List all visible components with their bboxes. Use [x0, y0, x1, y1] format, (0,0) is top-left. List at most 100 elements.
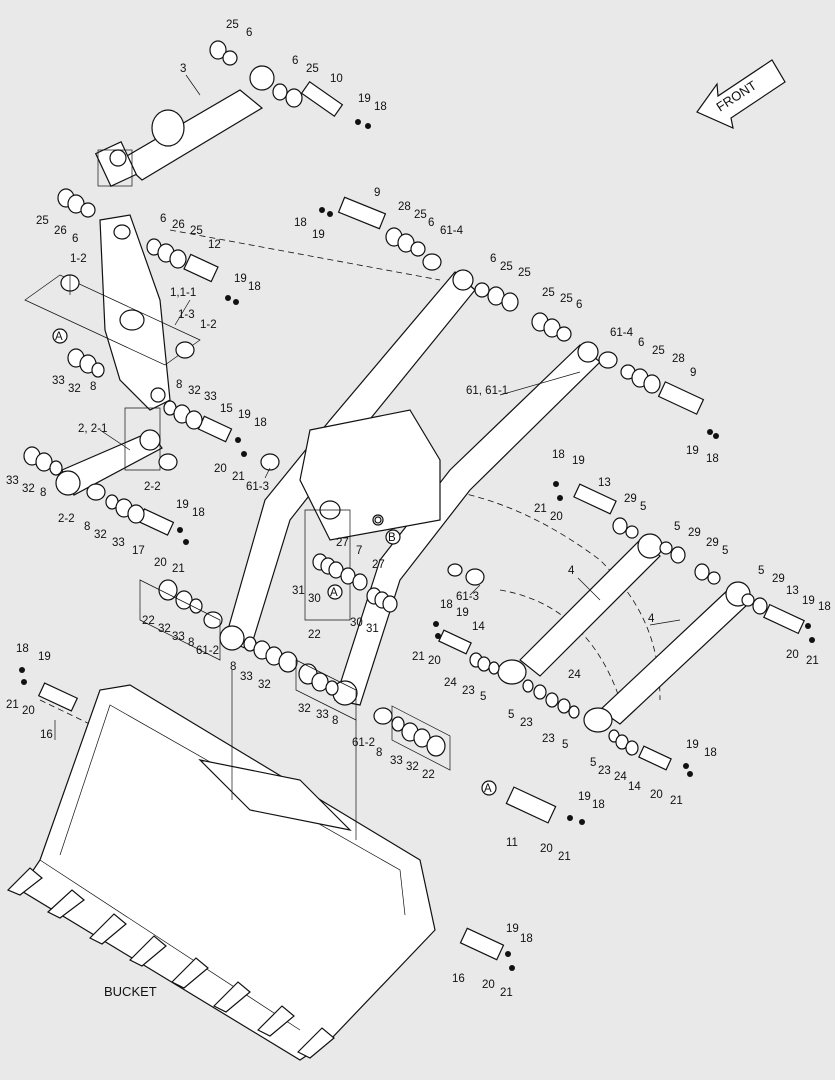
callout-label: 61, 61-1 [466, 385, 508, 397]
callout-label: 19 [686, 445, 699, 457]
callout-label: 32 [406, 761, 419, 773]
callout-label: 1-3 [178, 309, 195, 321]
callout-label: 32 [258, 679, 271, 691]
marker-a: A [484, 783, 492, 795]
callout-label: 21 [534, 503, 547, 515]
callout-label: 5 [640, 501, 646, 513]
callout-label: 19 [456, 607, 469, 619]
callout-label: 5 [590, 757, 596, 769]
callout-label: 18 [592, 799, 605, 811]
callout-label: 23 [542, 733, 555, 745]
callout-label: 19 [358, 93, 371, 105]
part-labels: 25 6 3 6 25 10 19 18 25 26 6 6 26 25 12 … [6, 19, 831, 999]
bolts [19, 119, 815, 971]
bushings [60, 253, 618, 725]
bucket-teeth [6, 867, 335, 1059]
callout-label: 18 [440, 599, 453, 611]
callout-label: 61-4 [440, 225, 464, 237]
callout-label: 25 [414, 209, 427, 221]
callout-label: 6 [428, 217, 434, 229]
callout-label: 25 [560, 293, 573, 305]
callout-label: 6 [160, 213, 166, 225]
callout-label: 33 [390, 755, 403, 767]
callout-label: 16 [40, 729, 53, 741]
callout-label: 33 [52, 375, 65, 387]
callout-label: 24 [444, 677, 457, 689]
callout-label: 18 [520, 933, 533, 945]
callout-label: 19 [176, 499, 189, 511]
seal-rings [23, 40, 768, 757]
callout-label: 20 [154, 557, 167, 569]
callout-label: 20 [482, 979, 495, 991]
callout-label: 6 [576, 299, 582, 311]
callout-label: 7 [356, 545, 362, 557]
callout-label: 20 [22, 705, 35, 717]
callout-label: 19 [234, 273, 247, 285]
callout-label: 6 [72, 233, 78, 245]
callout-label: 8 [188, 637, 194, 649]
callout-label: 19 [686, 739, 699, 751]
callout-label: 20 [550, 511, 563, 523]
callout-label: 17 [132, 545, 145, 557]
callout-label: 25 [542, 287, 555, 299]
callout-label: 29 [772, 573, 785, 585]
callout-label: 21 [670, 795, 683, 807]
callout-label: 33 [6, 475, 19, 487]
callout-label: 19 [572, 455, 585, 467]
callout-label: 22 [142, 615, 155, 627]
callout-label: 14 [628, 781, 641, 793]
marker-b: B [388, 532, 396, 544]
callout-label: 8 [40, 487, 46, 499]
callout-label: 29 [706, 537, 719, 549]
callout-label: 21 [500, 987, 513, 999]
callout-label: 61-2 [352, 737, 375, 749]
bellcrank [24, 214, 201, 411]
callout-label: 27 [372, 559, 385, 571]
callout-label: 30 [308, 593, 321, 605]
callout-label: 9 [690, 367, 696, 379]
callout-label: 33 [316, 709, 329, 721]
callout-label: 31 [292, 585, 305, 597]
callout-label: 32 [94, 529, 107, 541]
callout-label: 4 [648, 613, 655, 625]
callout-label: 25 [652, 345, 665, 357]
callout-label: 19 [578, 791, 591, 803]
callout-label: 29 [624, 493, 637, 505]
callout-label: 8 [84, 521, 90, 533]
callout-label: 23 [598, 765, 611, 777]
callout-label: 5 [674, 521, 680, 533]
callout-label: 14 [472, 621, 485, 633]
callout-label: 19 [506, 923, 519, 935]
link [55, 407, 163, 496]
callout-label: 8 [230, 661, 236, 673]
callout-label: 20 [214, 463, 227, 475]
callout-label: 1,1-1 [170, 287, 196, 299]
callout-label: 61-3 [456, 591, 479, 603]
callout-label: 21 [232, 471, 245, 483]
callout-label: 18 [706, 453, 719, 465]
callout-label: 2, 2-1 [78, 423, 107, 435]
callout-label: 5 [758, 565, 764, 577]
callout-label: 22 [308, 629, 321, 641]
callout-label: 13 [598, 477, 611, 489]
callout-label: 8 [332, 715, 338, 727]
callout-label: 28 [398, 201, 411, 213]
bucket-cylinders [497, 533, 751, 733]
callout-label: 22 [422, 769, 435, 781]
callout-label: 19 [802, 595, 815, 607]
callout-label: 1-2 [200, 319, 217, 331]
callout-label: 25 [518, 267, 531, 279]
callout-label: 33 [204, 391, 217, 403]
callout-label: 25 [306, 63, 319, 75]
callout-label: 9 [374, 187, 380, 199]
marker-a: A [330, 587, 338, 599]
callout-label: 16 [452, 973, 465, 985]
callout-label: 18 [254, 417, 267, 429]
callout-label: 5 [562, 739, 568, 751]
callout-label: 10 [330, 73, 343, 85]
callout-label: 25 [190, 225, 203, 237]
callout-label: 26 [172, 219, 185, 231]
callout-label: 18 [248, 281, 261, 293]
callout-label: 32 [158, 623, 171, 635]
